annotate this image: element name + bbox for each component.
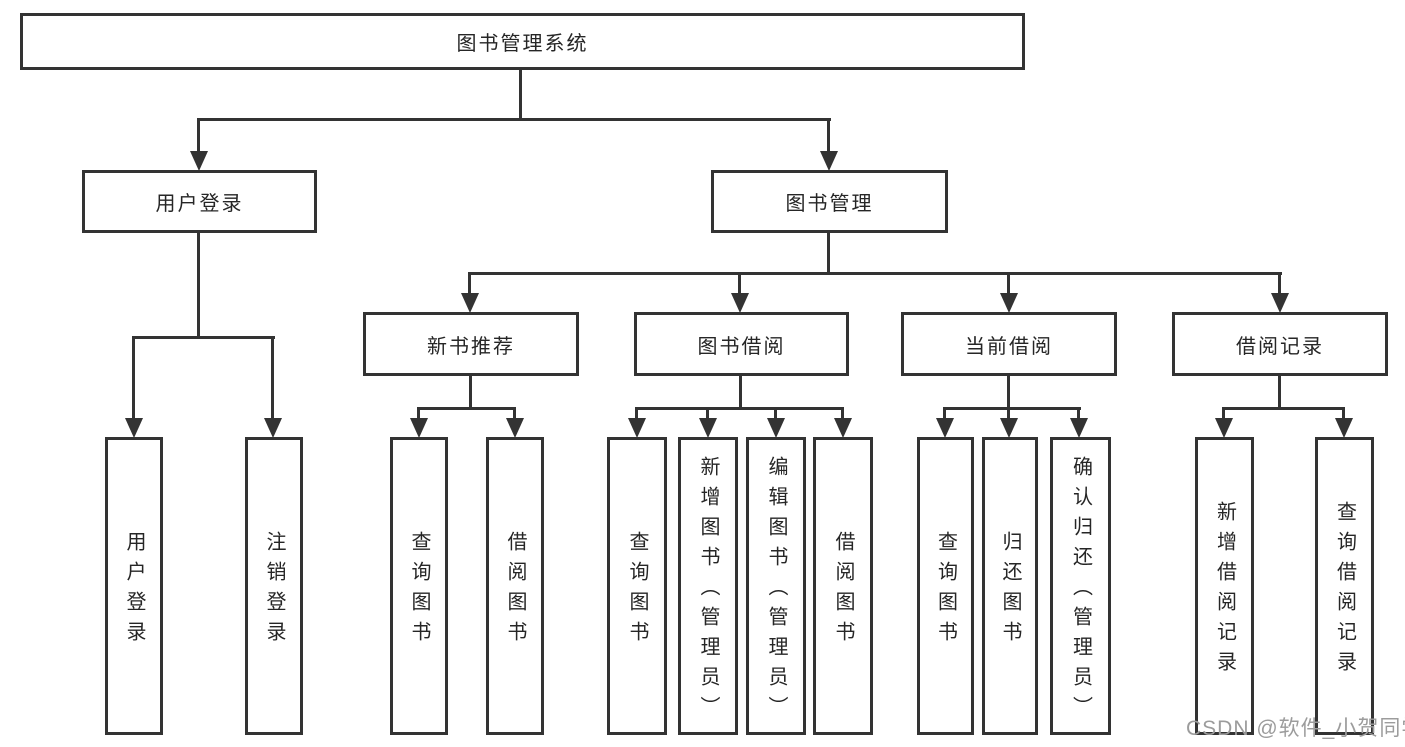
connector-line bbox=[1278, 272, 1281, 296]
node-label: 当前借阅 bbox=[965, 335, 1053, 358]
node-user-login: 用户登录 bbox=[82, 170, 317, 233]
connector-line bbox=[739, 376, 742, 409]
connector-line bbox=[635, 407, 638, 420]
leaf-add-borrow-record: 新增借阅记录 bbox=[1195, 437, 1254, 735]
arrowhead-down-icon bbox=[1335, 418, 1353, 438]
watermark: CSDN @软件_小贺同学 bbox=[1186, 717, 1405, 740]
leaf-label: 借阅图书 bbox=[504, 531, 526, 651]
connector-line bbox=[1007, 376, 1010, 409]
connector-line bbox=[636, 407, 844, 410]
leaf-query-books-recommend: 查询图书 bbox=[390, 437, 448, 735]
leaf-label: 查询图书 bbox=[408, 531, 430, 651]
leaf-label: 确认归还（管理员） bbox=[1069, 456, 1092, 726]
arrowhead-down-icon bbox=[699, 418, 717, 438]
arrowhead-down-icon bbox=[1000, 293, 1018, 313]
connector-line bbox=[519, 69, 522, 121]
leaf-logout: 注销登录 bbox=[245, 437, 303, 735]
connector-line bbox=[1222, 407, 1225, 420]
leaf-query-books-borrowing: 查询图书 bbox=[607, 437, 667, 735]
arrowhead-down-icon bbox=[506, 418, 524, 438]
leaf-query-borrow-record: 查询借阅记录 bbox=[1315, 437, 1374, 735]
arrowhead-down-icon bbox=[125, 418, 143, 438]
connector-line bbox=[1342, 407, 1345, 420]
arrowhead-down-icon bbox=[731, 293, 749, 313]
leaf-return-books: 归还图书 bbox=[982, 437, 1038, 735]
node-label: 借阅记录 bbox=[1236, 335, 1324, 358]
connector-line bbox=[468, 272, 471, 296]
leaf-label: 查询图书 bbox=[934, 531, 957, 651]
node-label: 用户登录 bbox=[155, 193, 244, 215]
arrowhead-down-icon bbox=[834, 418, 852, 438]
leaf-add-books-admin: 新增图书（管理员） bbox=[678, 437, 738, 735]
arrowhead-down-icon bbox=[1271, 293, 1289, 313]
connector-line bbox=[943, 407, 946, 420]
connector-line bbox=[827, 233, 830, 275]
leaf-label: 注销登录 bbox=[263, 531, 285, 651]
arrowhead-down-icon bbox=[767, 418, 785, 438]
connector-line bbox=[827, 118, 830, 154]
leaf-label: 借阅图书 bbox=[832, 531, 854, 651]
node-current-borrowing: 当前借阅 bbox=[901, 312, 1117, 376]
node-label: 新书推荐 bbox=[427, 335, 515, 358]
connector-line bbox=[1077, 407, 1080, 420]
connector-line bbox=[468, 272, 1282, 275]
arrowhead-down-icon bbox=[410, 418, 428, 438]
node-new-book-recommendation: 新书推荐 bbox=[363, 312, 579, 376]
arrowhead-down-icon bbox=[190, 151, 208, 171]
connector-line bbox=[944, 407, 1081, 410]
leaf-borrow-books-recommend: 借阅图书 bbox=[486, 437, 544, 735]
arrowhead-down-icon bbox=[936, 418, 954, 438]
connector-line bbox=[1007, 407, 1010, 420]
connector-line bbox=[513, 407, 516, 420]
connector-line bbox=[841, 407, 844, 420]
leaf-label: 查询图书 bbox=[626, 531, 648, 651]
connector-line bbox=[1007, 272, 1010, 296]
connector-line bbox=[469, 376, 472, 409]
connector-line bbox=[197, 118, 200, 154]
connector-line bbox=[417, 407, 420, 420]
node-book-management: 图书管理 bbox=[711, 170, 948, 233]
arrowhead-down-icon bbox=[1215, 418, 1233, 438]
leaf-query-books-current: 查询图书 bbox=[917, 437, 974, 735]
connector-line bbox=[197, 118, 831, 121]
leaf-user-login: 用户登录 bbox=[105, 437, 163, 735]
leaf-label: 新增图书（管理员） bbox=[697, 456, 719, 726]
node-root-system: 图书管理系统 bbox=[20, 13, 1025, 70]
connector-line bbox=[774, 407, 777, 420]
leaf-label: 查询借阅记录 bbox=[1333, 501, 1356, 681]
connector-line bbox=[738, 272, 741, 296]
leaf-label: 新增借阅记录 bbox=[1213, 501, 1236, 681]
connector-line bbox=[197, 233, 200, 338]
node-label: 图书管理系统 bbox=[456, 33, 589, 55]
node-borrowing-records: 借阅记录 bbox=[1172, 312, 1388, 376]
connector-line bbox=[271, 336, 274, 420]
arrowhead-down-icon bbox=[461, 293, 479, 313]
leaf-borrow-books: 借阅图书 bbox=[813, 437, 873, 735]
node-label: 图书管理 bbox=[785, 193, 874, 215]
leaf-edit-books-admin: 编辑图书（管理员） bbox=[746, 437, 806, 735]
leaf-label: 编辑图书（管理员） bbox=[765, 456, 787, 726]
connector-line bbox=[133, 336, 275, 339]
leaf-confirm-return-admin: 确认归还（管理员） bbox=[1050, 437, 1111, 735]
arrowhead-down-icon bbox=[628, 418, 646, 438]
arrowhead-down-icon bbox=[1000, 418, 1018, 438]
connector-line bbox=[1223, 407, 1345, 410]
leaf-label: 归还图书 bbox=[999, 531, 1021, 651]
node-label: 图书借阅 bbox=[697, 335, 786, 358]
arrowhead-down-icon bbox=[1070, 418, 1088, 438]
arrowhead-down-icon bbox=[820, 151, 838, 171]
arrowhead-down-icon bbox=[264, 418, 282, 438]
node-book-borrowing: 图书借阅 bbox=[634, 312, 849, 376]
connector-line bbox=[132, 336, 135, 420]
connector-line bbox=[1278, 376, 1281, 409]
leaf-label: 用户登录 bbox=[123, 531, 145, 651]
connector-line bbox=[418, 407, 516, 410]
connector-line bbox=[706, 407, 709, 420]
